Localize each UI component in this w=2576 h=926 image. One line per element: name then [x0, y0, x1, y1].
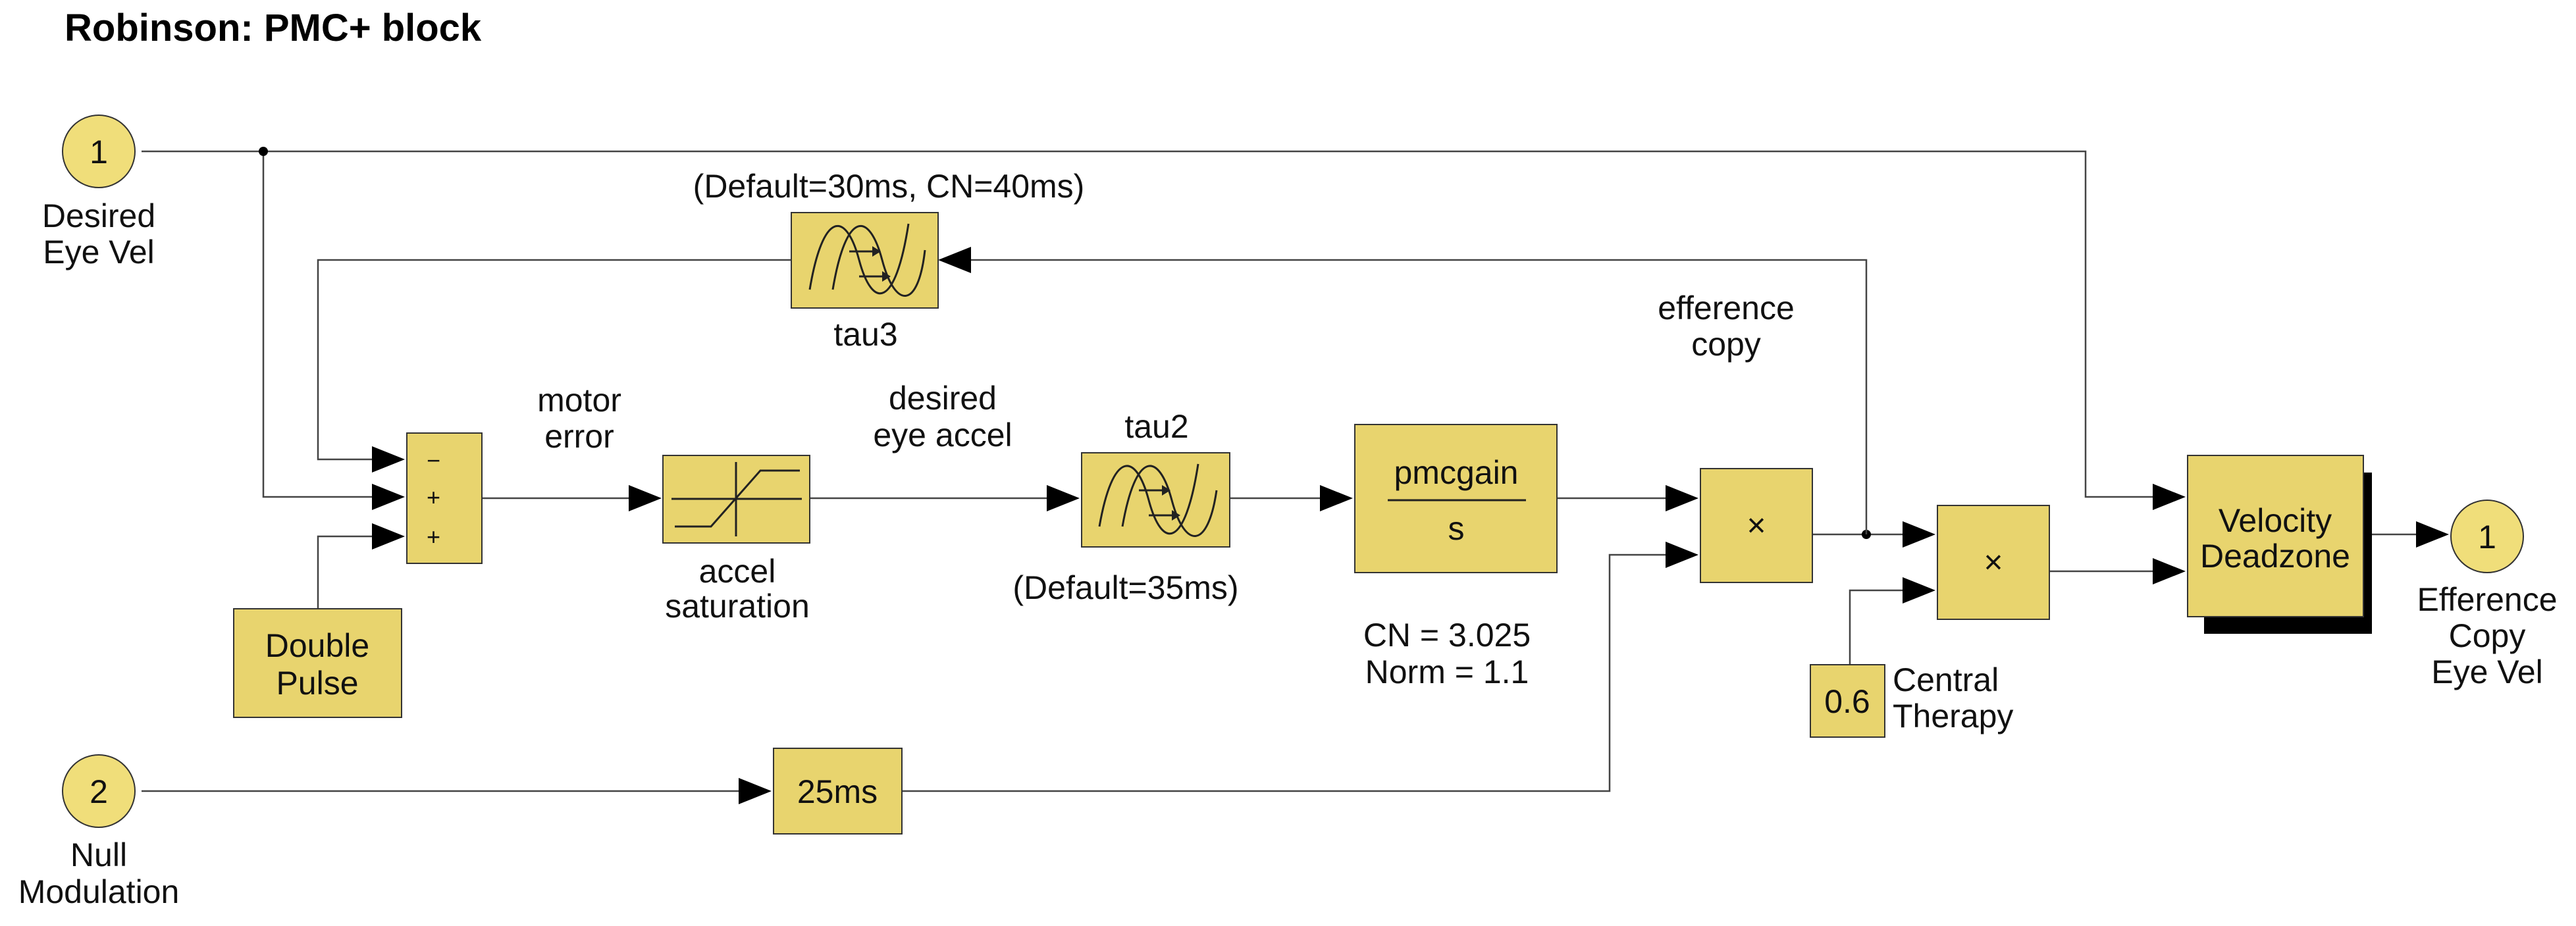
product1-symbol: × — [1747, 507, 1766, 544]
signal-label-desired-accel-line1: desired — [889, 380, 997, 417]
inport-desired-eye-vel[interactable]: 1 Desired Eye Vel — [42, 115, 155, 270]
signal-label-efference-line1: efference — [1658, 290, 1795, 326]
integrator-denominator: s — [1448, 510, 1465, 547]
sum-sign-minus: − — [427, 447, 440, 474]
signal-label-efference-line2: copy — [1691, 326, 1761, 363]
arrow-tau2-in — [1047, 485, 1080, 511]
wire-const-to-prod2 — [1849, 589, 1903, 665]
outport-label-line3: Eye Vel — [2431, 654, 2543, 690]
arrow-sum-in1 — [372, 446, 405, 473]
outport-label-line1: Efference — [2417, 581, 2557, 618]
wire-efference-to-tau3 — [971, 259, 1868, 534]
inport-null-modulation[interactable]: 2 Null Modulation — [18, 754, 180, 910]
constant-label-line1: Central — [1893, 661, 1999, 698]
arrow-prod1-in1 — [1666, 485, 1698, 511]
outport-label-line2: Copy — [2449, 617, 2526, 654]
product2-block[interactable] — [1937, 505, 2050, 620]
inport-2-label-line2: Modulation — [18, 873, 180, 910]
inport-2-circle[interactable] — [62, 754, 136, 828]
arrow-sum-in3 — [372, 523, 405, 550]
saturation-label-line1: accel — [699, 553, 776, 590]
wire-delay-to-prod1 — [902, 553, 1666, 792]
double-pulse-line2: Pulse — [276, 665, 358, 702]
arrow-dz-in1 — [2153, 484, 2186, 510]
arrow-prod2-in1 — [1903, 521, 1935, 548]
delay-group[interactable]: 25ms — [773, 748, 903, 835]
tau2-delay-group[interactable]: tau2 (Default=35ms) — [1012, 408, 1238, 606]
arrow-sum-in2 — [372, 484, 405, 510]
arrow-delay-in — [739, 778, 772, 804]
outport-efference-copy[interactable]: 1 Efference Copy Eye Vel — [2417, 500, 2558, 690]
product2-symbol: × — [1984, 544, 2003, 580]
wire-tau3-to-sum — [317, 259, 791, 461]
saturation-group[interactable]: accel saturation — [662, 455, 810, 625]
tau3-delay-block[interactable]: (Default=30ms, CN=40ms) tau3 — [693, 168, 1085, 353]
signal-label-desired-accel-line2: eye accel — [873, 417, 1012, 453]
inport-2-number: 2 — [90, 773, 108, 810]
constant-value: 0.6 — [1824, 683, 1870, 720]
arrow-prod1-in2 — [1666, 542, 1698, 568]
inport-1-label-line1: Desired — [42, 197, 155, 234]
constant-label-line2: Therapy — [1893, 698, 2013, 734]
delay-label: 25ms — [797, 773, 878, 810]
tau2-annotation: (Default=35ms) — [1012, 569, 1238, 606]
inport-1-circle[interactable] — [62, 115, 136, 188]
integrator-block[interactable] — [1354, 424, 1558, 573]
junction-dot — [259, 147, 268, 156]
double-pulse-group[interactable]: Double Pulse — [233, 608, 402, 718]
sum-sign-plus-2: + — [427, 523, 440, 550]
double-pulse-block[interactable] — [233, 608, 402, 718]
transport-delay-icon — [1098, 463, 1218, 537]
deadzone-line2: Deadzone — [2200, 538, 2350, 575]
integrator-group[interactable]: pmcgain s CN = 3.025 Norm = 1.1 — [1354, 424, 1558, 690]
constant-group[interactable]: 0.6 Central Therapy — [1810, 661, 2013, 738]
outport-1-circle[interactable] — [2450, 500, 2524, 573]
inport-1-label-line2: Eye Vel — [43, 234, 155, 270]
tau3-annotation: (Default=30ms, CN=40ms) — [693, 168, 1085, 205]
inport-2-label-line1: Null — [70, 836, 127, 873]
product1-block[interactable] — [1700, 468, 1813, 583]
sum-block-group[interactable]: − + + — [406, 432, 483, 564]
constant-block[interactable] — [1810, 664, 1885, 738]
integrator-note-line2: Norm = 1.1 — [1365, 654, 1529, 690]
deadzone-block[interactable] — [2187, 455, 2364, 617]
diagram-title: Robinson: PMC+ block — [65, 7, 482, 49]
integrator-note-line1: CN = 3.025 — [1363, 617, 1531, 654]
product1-group[interactable]: × — [1700, 468, 1813, 583]
arrow-sat-in — [629, 485, 662, 511]
double-pulse-line1: Double — [265, 627, 369, 664]
deadzone-line1: Velocity — [2219, 502, 2332, 539]
tau3-label: tau3 — [833, 316, 897, 353]
outport-1-number: 1 — [2478, 519, 2496, 555]
arrowheads — [372, 247, 2449, 804]
arrow-out-in — [2416, 521, 2449, 548]
tau2-label: tau2 — [1124, 408, 1188, 445]
transport-delay-icon — [808, 223, 926, 297]
arrow-int-in — [1320, 485, 1353, 511]
arrow-dz-in2 — [2153, 558, 2186, 584]
arrow-prod2-in2 — [1903, 577, 1935, 604]
sum-sign-plus-1: + — [427, 484, 440, 511]
deadzone-group[interactable]: Velocity Deadzone — [2187, 455, 2372, 634]
delay-block[interactable] — [773, 748, 903, 835]
inport-1-number: 1 — [90, 134, 108, 170]
integrator-numerator: pmcgain — [1394, 454, 1519, 491]
signal-label-motor-error-line2: error — [544, 418, 614, 455]
signal-label-motor-error-line1: motor — [537, 382, 621, 419]
product2-group[interactable]: × — [1937, 505, 2050, 620]
saturation-label-line2: saturation — [665, 588, 810, 625]
sum-block[interactable] — [406, 432, 483, 564]
wire-desired-to-deadzone — [142, 150, 2153, 498]
saturation-icon — [671, 462, 802, 536]
wire-desired-to-sum — [262, 151, 372, 498]
arrow-tau3-in — [938, 247, 971, 273]
wire-pulse-to-sum — [317, 535, 372, 609]
signal-wires — [142, 147, 2416, 792]
